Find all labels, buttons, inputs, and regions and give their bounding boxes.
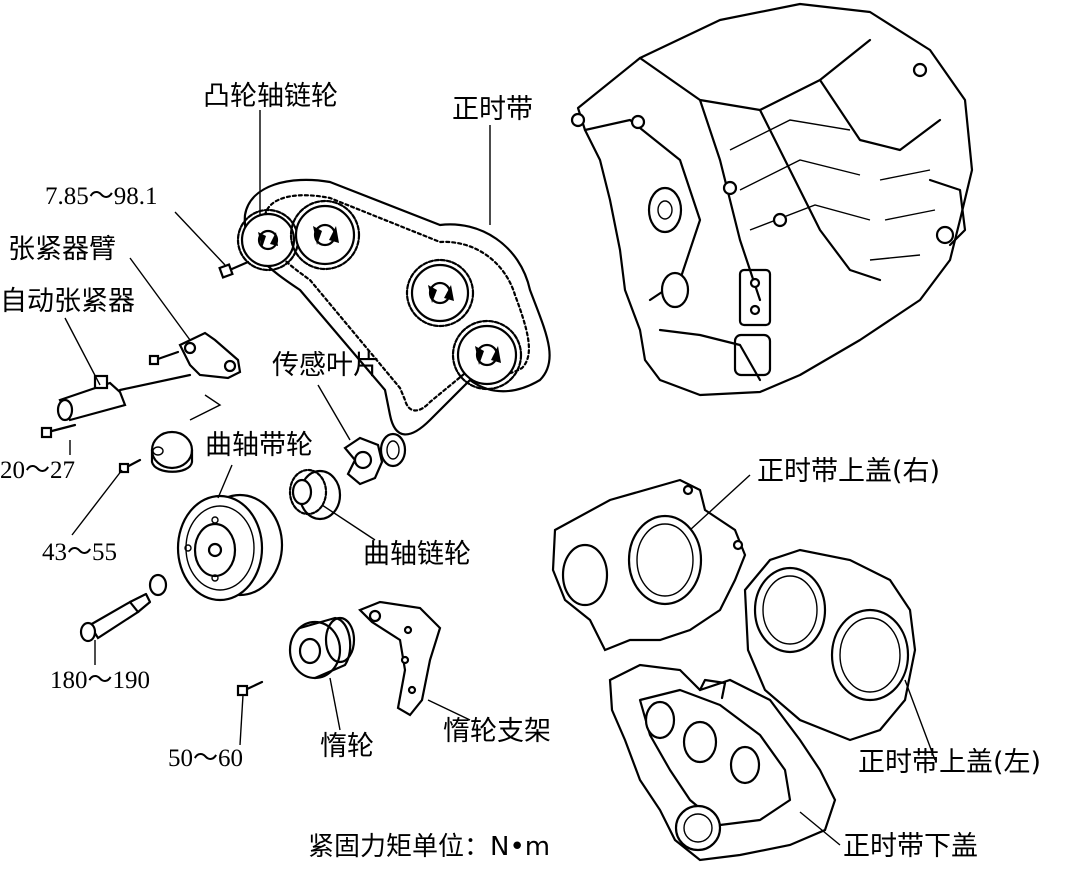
tensioner-arm-drawing [148, 331, 242, 380]
engine-block [570, 2, 974, 397]
auto-tensioner-drawing [56, 373, 192, 422]
camshaft-sprocket-label: 凸轮轴链轮 [203, 81, 338, 112]
idler-bracket-drawing [358, 600, 442, 717]
tensioner-pulley-bolt [118, 458, 142, 474]
crankshaft-pulley-drawing [176, 493, 284, 602]
tensioner-arm-label: 张紧器臂 [8, 234, 116, 265]
pulley-torque-label: 43～55 [42, 539, 118, 566]
tensioner-bolt [40, 423, 77, 439]
crankshaft-sprocket-drawing [288, 468, 342, 521]
camshaft-sprocket-1 [236, 208, 300, 272]
tensioner-torque-label: 20～27 [0, 457, 76, 484]
timing-belt-drawing [243, 178, 551, 436]
upper-cover-left-label: 正时带上盖(左) [858, 747, 1042, 778]
crankshaft-sprocket-label: 曲轴链轮 [363, 539, 471, 570]
idler-torque-label: 50～60 [168, 745, 244, 772]
crank-washer [148, 573, 168, 597]
camshaft-sprocket-4 [451, 319, 523, 391]
upper-cover-left-drawing [743, 548, 917, 742]
torque-unit-note: 紧固力矩单位：N•m [308, 832, 551, 862]
camshaft-torque-label: 7.85～98.1 [45, 183, 158, 210]
idler-label: 惰轮 [320, 731, 374, 762]
idler-bracket-label: 惰轮支架 [443, 716, 551, 747]
lower-cover-drawing [608, 663, 837, 862]
crankshaft-pulley-label: 曲轴带轮 [205, 430, 313, 461]
timing-belt-label: 正时带 [452, 94, 533, 125]
sensor-blade-label: 传感叶片 [272, 350, 380, 381]
camshaft-sprocket-3 [405, 258, 475, 328]
idler-bolt [236, 680, 264, 697]
upper-cover-right-drawing [551, 478, 747, 652]
crankshaft-bolt [79, 592, 152, 643]
idler-pulley-drawing [288, 616, 356, 680]
auto-tensioner-label: 自动张紧器 [0, 286, 135, 317]
leader-lines [64, 110, 936, 846]
crank-bolt-torque-label: 180～190 [50, 667, 151, 694]
tensioner-pulley [150, 430, 194, 473]
lower-cover-label: 正时带下盖 [843, 831, 978, 862]
camshaft-bolt [218, 260, 250, 279]
sensor-blade-drawing [343, 432, 407, 486]
camshaft-sprocket-2 [289, 199, 361, 271]
upper-cover-right-label: 正时带上盖(右) [757, 456, 941, 487]
